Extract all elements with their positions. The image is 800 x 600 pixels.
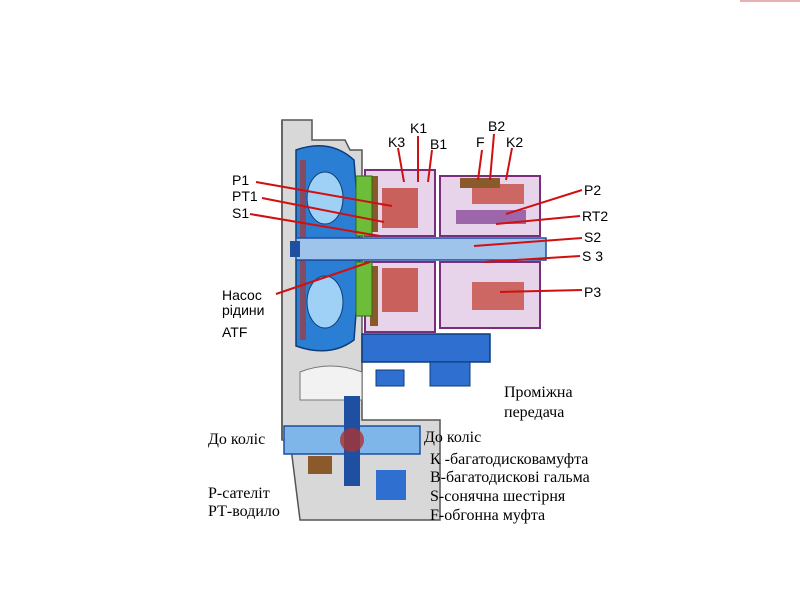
label-rt2: RT2 xyxy=(582,208,609,224)
label-to-wheels-left: До коліс xyxy=(208,431,266,448)
legend-f: F-обгонна муфта xyxy=(430,507,546,524)
leader-k2 xyxy=(505,147,513,181)
label-k3: K3 xyxy=(388,134,406,150)
leader-b2 xyxy=(489,133,495,181)
leader-p3 xyxy=(499,289,583,293)
label-b2: B2 xyxy=(488,118,506,134)
legend-s: S-сонячна шестірня xyxy=(430,488,566,505)
label-s2: S2 xyxy=(584,229,602,245)
leader-p1 xyxy=(255,181,393,207)
label-p3: P3 xyxy=(584,284,602,300)
legend-b: В-багатодискові гальма xyxy=(430,469,590,486)
label-pt1: PT1 xyxy=(232,188,258,204)
leader-s1 xyxy=(249,213,381,237)
leader-b1 xyxy=(427,149,433,183)
label-s3: S 3 xyxy=(582,248,604,264)
label-k2: K2 xyxy=(506,134,524,150)
leader-rt2 xyxy=(495,215,581,225)
label-pump-line2: рідини xyxy=(222,302,265,318)
label-transfer-line1: Проміжна xyxy=(504,384,573,401)
main-shaft xyxy=(290,237,547,261)
legend-k: К -багатодисковамуфта xyxy=(430,451,589,468)
legend-p: Р-сателіт xyxy=(208,485,270,502)
torque-converter xyxy=(295,145,361,352)
corner-accent-line xyxy=(740,0,800,2)
leader-f xyxy=(477,149,483,181)
leader-s3 xyxy=(483,255,581,263)
differential xyxy=(283,396,421,500)
leader-pt1 xyxy=(261,197,385,223)
leader-k3 xyxy=(397,147,405,183)
atf-pump xyxy=(355,175,373,317)
leader-lines xyxy=(249,133,583,295)
label-k1: K1 xyxy=(410,120,428,136)
label-pump-line3: ATF xyxy=(222,324,248,340)
label-s1: S1 xyxy=(232,205,250,221)
label-p1: P1 xyxy=(232,172,250,188)
leader-pump xyxy=(275,261,371,295)
legend-pt: РТ-водило xyxy=(208,503,280,520)
front-planetary-set xyxy=(364,169,436,333)
transfer-gear xyxy=(361,333,491,387)
label-transfer-line2: передача xyxy=(504,404,565,421)
label-f: F xyxy=(476,134,485,150)
label-pump-line1: Насос xyxy=(222,287,262,303)
label-p2: P2 xyxy=(584,182,602,198)
label-b1: B1 xyxy=(430,136,448,152)
leader-p2 xyxy=(505,189,583,215)
leader-s2 xyxy=(473,237,583,247)
label-to-wheels-right: До коліс xyxy=(424,429,482,446)
